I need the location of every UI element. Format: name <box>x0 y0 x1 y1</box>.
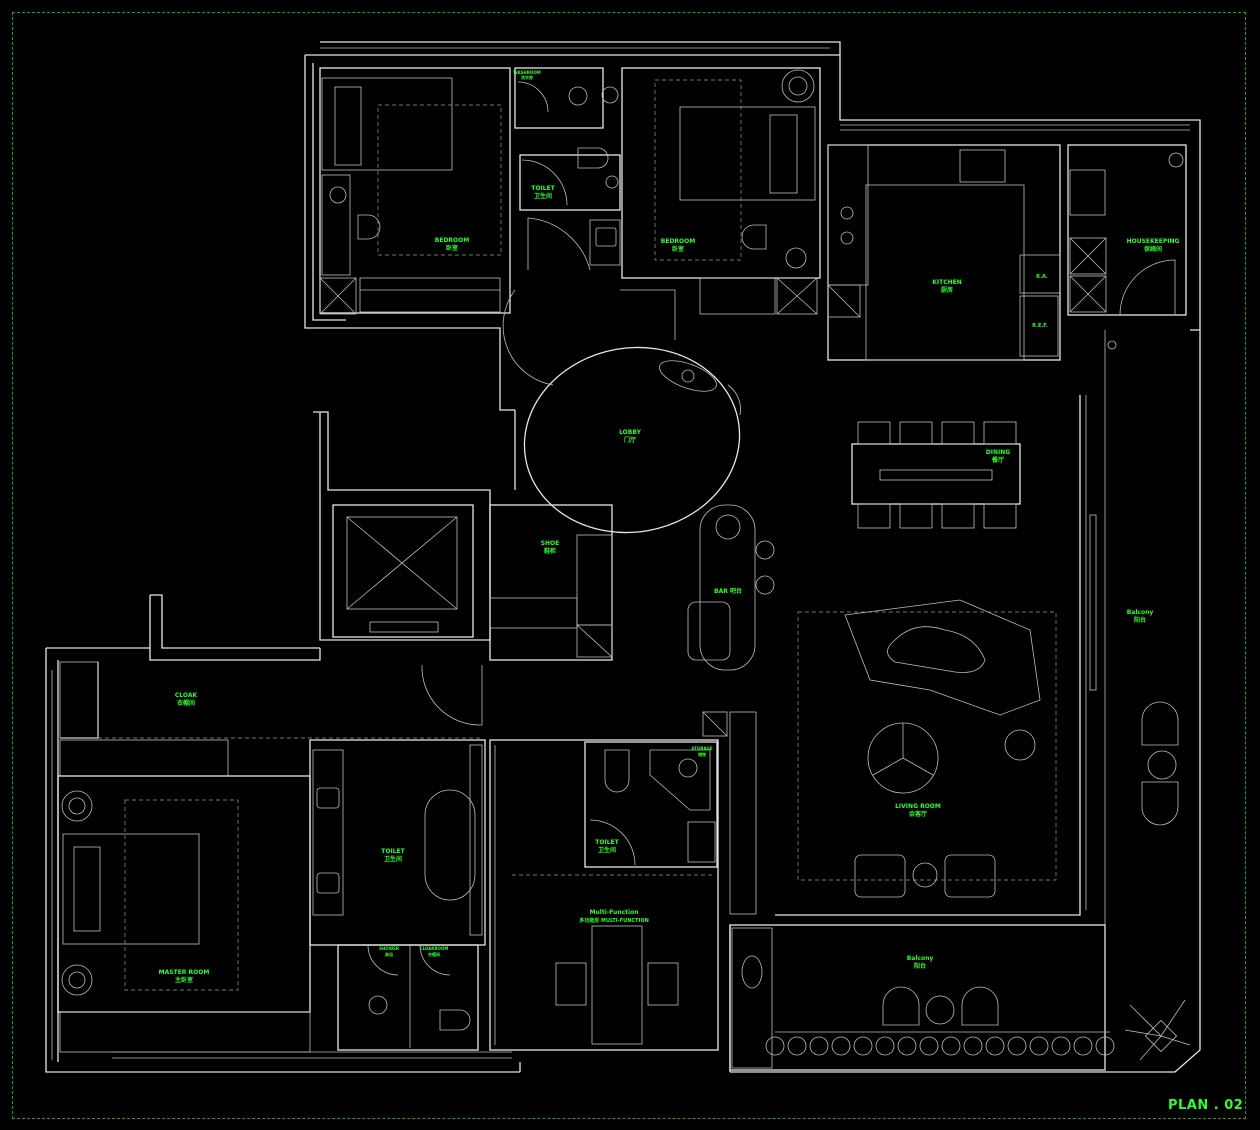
label-shoe-zh: 鞋柜 <box>544 547 556 555</box>
cloak <box>59 661 483 777</box>
label-balcony-1: Balcony <box>1127 609 1154 616</box>
label-bedroom-1-zh: 卧室 <box>446 244 458 252</box>
bar-counter <box>687 504 775 671</box>
label-cloakroom-zh: 衣帽间 <box>428 951 440 957</box>
label-master: MASTER ROOM <box>159 969 210 976</box>
label-fridge-ra: R.A. <box>1036 274 1048 280</box>
label-cloak: CLOAK <box>175 692 198 699</box>
label-toilet-1: TOILET <box>531 185 555 192</box>
label-shoe: SHOE <box>541 540 560 547</box>
label-bedroom-2: BEDROOM <box>661 238 695 245</box>
label-lobby-zh: 门厅 <box>624 436 636 444</box>
housekeeping <box>1067 144 1187 316</box>
plan-title: PLAN . 02 <box>1168 1098 1244 1113</box>
balcony-right <box>1104 330 1179 925</box>
room-labels: BEDROOM 卧室 WASHROOM 洗衣房 TOILET 卫生间 BEDRO… <box>159 70 1180 984</box>
label-bedroom-2-zh: 卧室 <box>672 245 684 253</box>
tree-symbol <box>1124 999 1191 1061</box>
dining-table <box>851 421 1021 529</box>
label-bedroom-1: BEDROOM <box>435 237 469 244</box>
master-toilet <box>309 739 486 1051</box>
label-storage: STORAGE <box>691 746 712 751</box>
label-living-zh: 会客厅 <box>909 810 927 818</box>
kitchen <box>827 144 1061 361</box>
label-shower-zh: 淋浴 <box>385 951 394 957</box>
label-fridge-ref: R.E.F. <box>1032 323 1048 329</box>
label-lobby: LOBBY <box>619 429 642 436</box>
label-multi: Multi-Function <box>590 909 639 916</box>
label-balcony-1-zh: 阳台 <box>1134 616 1146 624</box>
master-room <box>57 775 311 1053</box>
window-bands <box>51 47 1190 1060</box>
label-balcony-2-zh: 阳台 <box>914 962 926 970</box>
multi-function-room <box>489 739 719 1051</box>
label-dining-zh: 餐厅 <box>991 456 1004 464</box>
label-cloak-zh: 衣帽间 <box>177 699 195 707</box>
label-master-zh: 主卧室 <box>175 976 193 984</box>
label-living: LIVING ROOM <box>895 803 941 810</box>
label-kitchen-zh: 厨房 <box>941 286 953 294</box>
bedroom-1 <box>319 67 511 315</box>
label-toilet-3-zh: 卫生间 <box>598 846 616 854</box>
label-housekeeping: HOUSEKEEPING <box>1127 238 1180 245</box>
shoe-cabinet <box>489 504 613 661</box>
label-toilet-2-zh: 卫生间 <box>384 855 402 863</box>
label-cloakroom: CLOAKROOM <box>420 946 449 951</box>
label-storage-zh: 储物 <box>698 751 706 757</box>
label-kitchen: KITCHEN <box>932 279 962 286</box>
label-toilet-3: TOILET <box>595 839 619 846</box>
balcony-bottom <box>729 924 1191 1071</box>
toilet-3 <box>584 711 757 915</box>
lobby <box>502 289 741 534</box>
label-washroom: WASHROOM <box>513 70 540 75</box>
label-toilet-2: TOILET <box>381 848 405 855</box>
label-bar: BAR 吧台 <box>714 587 742 595</box>
label-washroom-zh: 洗衣房 <box>521 74 533 80</box>
toilet-1-area <box>514 67 621 271</box>
label-toilet-1-zh: 卫生间 <box>534 192 552 200</box>
label-multi-zh: 多功能房 MULTI-FUNCTION <box>579 917 649 924</box>
label-housekeeping-zh: 保姆间 <box>1143 245 1162 253</box>
elevator-shaft <box>332 504 474 638</box>
label-dining: DINING <box>986 449 1010 456</box>
bedroom-2 <box>621 67 821 315</box>
planter-row <box>765 1036 1115 1056</box>
living-room <box>775 395 1097 916</box>
label-shower: SHOWER <box>379 946 399 951</box>
label-balcony-2: Balcony <box>907 955 934 962</box>
